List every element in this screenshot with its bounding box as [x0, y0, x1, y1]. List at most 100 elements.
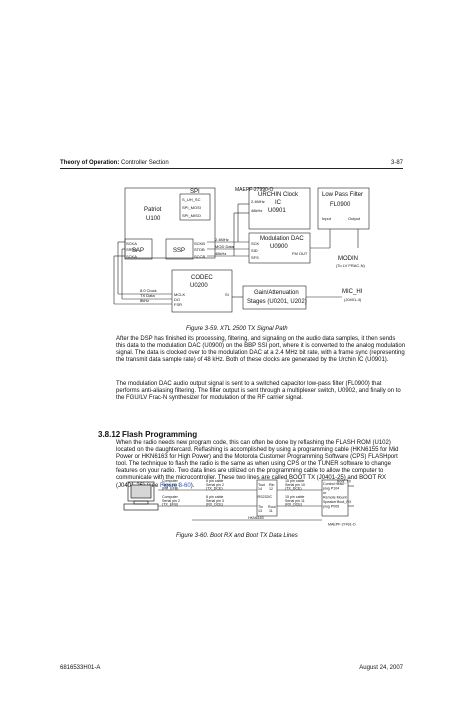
urchin-title: URCHIN Clock: [258, 192, 299, 198]
lpf-title: Low Pass Filter: [322, 192, 363, 198]
cable-a-bot-1: 8 pin cable: [206, 495, 223, 499]
cable-b-bot-2: Serial pin 11: [285, 499, 305, 503]
cable-b-bot-3: (RX_DCE): [285, 503, 302, 507]
figure1-caption: Figure 3-59. XTL 2500 TX Signal Path: [186, 326, 288, 332]
rs232-chip: [256, 479, 278, 517]
urchin-in-1: 2.4MHz: [251, 199, 265, 204]
chip-num-2: 11: [269, 509, 273, 513]
codec-pin-1: MCLK: [174, 292, 185, 297]
chip-name: RS232IC: [258, 495, 273, 499]
dac-pin-1: SCK: [251, 241, 260, 246]
tx-signal-path-diagram: Patriot U100 SPI MAEPF-27990-O URCHIN Cl…: [113, 187, 370, 313]
cable-b-top-1: 15 pin cable: [285, 479, 304, 483]
pc-bot-3: (TX_EFB): [162, 503, 178, 507]
control-head-block: [321, 479, 349, 517]
paragraph-3-end: ).: [190, 482, 195, 489]
cable-b-bot-1: 15 pin cable: [285, 495, 304, 499]
control-head-6: plug P005: [323, 505, 339, 509]
cable-b-top-3: (TX_DCE): [285, 487, 302, 491]
page-number: 3-87: [390, 160, 403, 166]
footer-date: August 24, 2007: [359, 665, 403, 671]
header-section-bold: Theory of Operation:: [60, 160, 120, 166]
bus-label-2: MOD Data: [215, 244, 235, 249]
fig1-ref: MAEPF-27990-O: [235, 187, 273, 193]
paragraph-2: The modulation DAC audio output signal i…: [116, 381, 401, 402]
control-head-3: or: [323, 491, 327, 495]
dac-out: FM OUT: [292, 251, 308, 256]
pc-top-1: Computer: [162, 479, 179, 483]
header-section: Theory of Operation: Controller Section: [60, 160, 169, 166]
paragraph-1: After the DSP has finished its processin…: [116, 336, 406, 364]
section-title: Flash Programming: [122, 430, 198, 439]
modin-line2: (To LV FRAC-N): [336, 263, 365, 268]
dac-pin-3: SFS: [251, 255, 259, 260]
section-number: 3.8.12: [98, 430, 121, 439]
cable-a-top-3: (TX_DCE): [206, 487, 223, 491]
cable-a-bot-3: (RX_DCE): [206, 503, 223, 507]
urchin-sub: U0901: [268, 208, 286, 214]
pc-top-3: (RX_EFB): [162, 487, 178, 491]
lpf-out: Output: [348, 216, 361, 221]
cable-a-bot-2: Serial pin 3: [206, 499, 224, 503]
mic-line2: (J0401-4): [344, 297, 362, 302]
pc-bot-2: Serial pin 2: [162, 499, 180, 503]
pc-bot-1: Computer: [162, 495, 179, 499]
patriot-sub: U100: [146, 216, 161, 222]
dac-title: Modulation DAC: [260, 236, 304, 242]
chip-rin: Rin: [269, 483, 274, 487]
codec-block: [171, 269, 233, 313]
ssp-label: SSP: [173, 248, 185, 254]
codec-in-1: 8.0 Clock: [140, 288, 157, 293]
cable-a-top-1: 8 pin cable: [206, 479, 223, 483]
codec-sub: U0200: [190, 283, 208, 289]
computer-icon: [123, 481, 159, 511]
bus-label-1: 2.4MHz: [215, 237, 229, 242]
sap-pin-2: SRDA: [126, 247, 137, 252]
urchin-line2: IC: [275, 200, 282, 206]
codec-pin-2: DO: [174, 297, 180, 302]
chip-bot-1: Tin: [258, 505, 263, 509]
control-head-4: Remote Mount: [323, 496, 347, 500]
boot-data-lines-diagram: Computer Serial pin 3 (RX_EFB) Computer …: [123, 479, 356, 527]
codec-in-3: 8kHz: [140, 298, 149, 303]
lpf-in: Input: [322, 216, 332, 221]
sap-label: SAP: [132, 248, 144, 254]
codec-pin-3: FSR: [174, 302, 182, 307]
chip-rout: Rout: [268, 505, 276, 509]
spi-line-3: SPI_MISO: [182, 213, 201, 218]
chip-top-2: 14: [258, 487, 262, 491]
urchin-block: [248, 187, 311, 230]
codec-in-2: TX Data: [140, 293, 155, 298]
ssp-pin-3: SCCB: [194, 254, 205, 259]
ssp-block: [165, 238, 194, 260]
chip-bot-2: 13: [258, 509, 262, 513]
control-head-5: Speaker: [323, 500, 337, 504]
urchin-in-2: 48kHz: [251, 208, 262, 213]
bus-label-3: 48kHz: [215, 251, 226, 256]
cable-a-top-2: Serial pin 2: [206, 483, 224, 487]
boot-rx-label: Boot_RX: [337, 500, 352, 504]
cable-b-top-2: Serial pin 10: [285, 483, 305, 487]
control-head-2: plug P104: [323, 487, 339, 491]
spi-title: SPI: [190, 189, 200, 195]
ssp-pin-1: SCKB: [194, 241, 205, 246]
modin-line1: MODIN: [338, 256, 358, 262]
control-head-1: Control head: [323, 482, 344, 486]
dac-pin-2: SID: [251, 248, 258, 253]
header-section-rest: Controller Section: [119, 160, 169, 166]
boot-tx-label: Boot_TX: [337, 480, 352, 484]
footer-doc-number: 6816533H01-A: [60, 665, 101, 671]
figure-3-60-link[interactable]: Figure 3-60: [160, 482, 191, 489]
pc-top-2: Serial pin 3: [162, 483, 180, 487]
spi-line-1: S_UH_SC: [182, 197, 201, 202]
mic-line1: MIC_HI: [342, 289, 363, 295]
spi-block: [179, 193, 211, 221]
sap-pin-3: SCKA: [126, 254, 137, 259]
sap-pin-1: SCKA: [126, 241, 137, 246]
chip-top-1: Tout: [258, 483, 265, 487]
codec-si: SI: [225, 292, 229, 297]
patriot-block: [124, 187, 216, 259]
cable-part-number: HKN6163: [248, 516, 264, 520]
codec-title: CODEC: [191, 275, 213, 281]
